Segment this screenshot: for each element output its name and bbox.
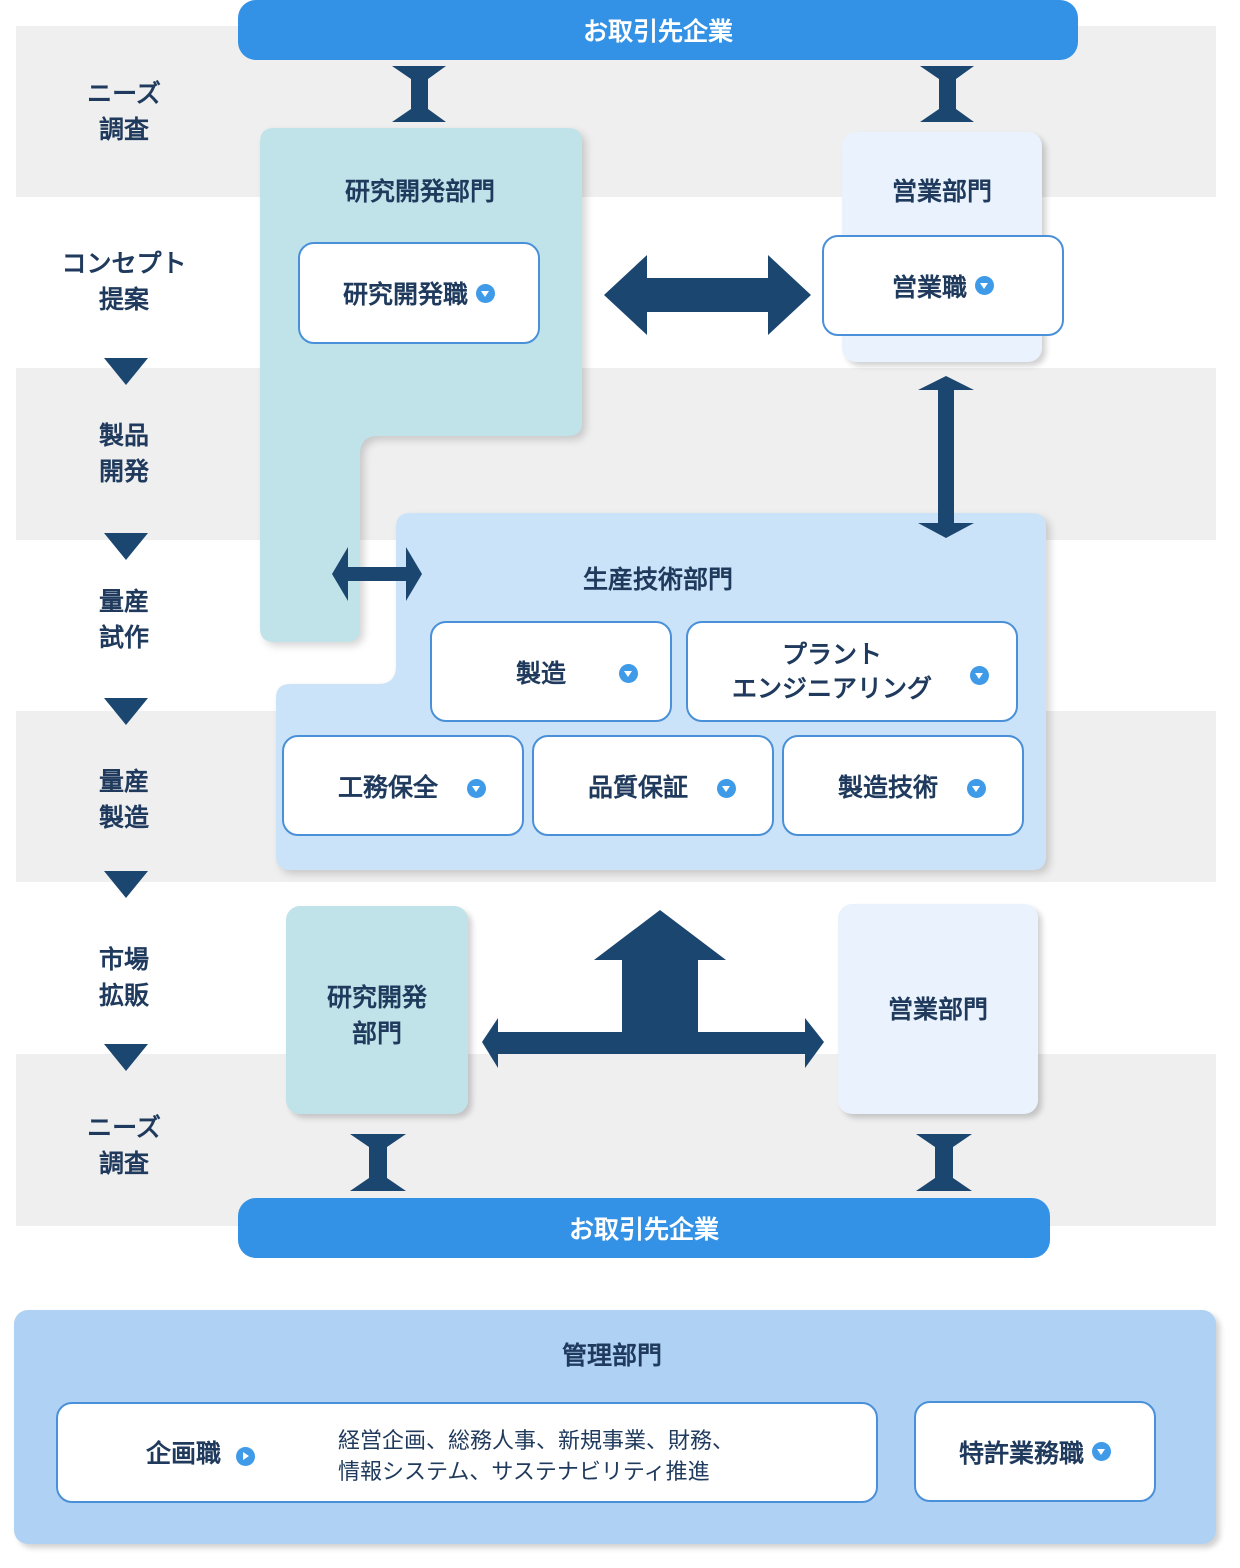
stage-line: 試作 [98, 623, 149, 652]
manufacturing-job-button[interactable]: 製造 [430, 621, 672, 722]
stage-line: 調査 [98, 1149, 149, 1178]
down-arrow-icon [104, 533, 148, 560]
sales-job-button[interactable]: 営業職 [822, 235, 1064, 336]
down-arrow-icon [104, 698, 148, 725]
stage-band-product-dev [16, 368, 1216, 540]
vertical-double-arrow-icon [916, 1134, 972, 1191]
job-label: 製造 [515, 658, 566, 688]
job-label-line: プラント [781, 639, 882, 669]
stage-label-trial: 量産 試作 [24, 584, 224, 656]
chevron-down-circle-icon [970, 666, 989, 685]
quality-assurance-job-button[interactable]: 品質保証 [532, 735, 774, 836]
job-label-line: エンジニアリング [731, 673, 932, 703]
chevron-down-circle-icon [476, 283, 495, 303]
sales-department-bottom [838, 904, 1038, 1114]
stage-label-needs-research: ニーズ 調査 [24, 76, 224, 148]
down-arrow-icon [104, 358, 148, 385]
chevron-down-circle-icon [619, 664, 638, 683]
stage-label-market-expansion: 市場 拡販 [24, 942, 224, 1014]
job-label: 製造技術 [837, 772, 938, 802]
chevron-down-circle-icon [967, 779, 986, 798]
stage-line: ニーズ [87, 1113, 161, 1142]
title-line: 研究開発 [326, 983, 427, 1012]
manufacturing-engineering-job-button[interactable]: 製造技術 [782, 735, 1024, 836]
stage-line: 製品 [98, 421, 149, 450]
job-label: 営業職 [891, 272, 967, 302]
planning-job-button[interactable]: 企画職 経営企画、総務人事、新規事業、財務、 情報システム、サステナビリティ推進 [56, 1402, 878, 1503]
t-shaped-arrow-icon [482, 910, 824, 1068]
chevron-down-circle-icon [717, 779, 736, 798]
stage-label-concept: コンセプト 提案 [24, 246, 224, 318]
title-line: 部門 [351, 1019, 402, 1048]
stage-label-needs-research-2: ニーズ 調査 [24, 1110, 224, 1182]
stage-line: コンセプト [61, 249, 187, 278]
production-department-title: 生産技術部門 [582, 565, 733, 594]
stage-line: 開発 [98, 457, 149, 486]
management-department-title: 管理部門 [561, 1341, 662, 1370]
sales-department-title: 営業部門 [891, 177, 992, 206]
rd-job-button[interactable]: 研究開発職 [298, 242, 540, 344]
stage-label-product-dev: 製品 開発 [24, 418, 224, 490]
job-label: 研究開発職 [342, 280, 468, 309]
stage-line: 調査 [98, 115, 149, 144]
rd-department-bottom [286, 906, 468, 1114]
description-line: 経営企画、総務人事、新規事業、財務、 [338, 1429, 735, 1454]
vertical-double-arrow-icon [392, 66, 446, 122]
rd-department-title: 研究開発部門 [344, 177, 495, 206]
client-companies-top: お取引先企業 [238, 0, 1078, 60]
job-label: 工務保全 [337, 772, 438, 802]
maintenance-job-button[interactable]: 工務保全 [282, 735, 524, 836]
rd-department-bottom-title: 研究開発 部門 [286, 980, 468, 1052]
job-label: 品質保証 [587, 772, 688, 802]
plant-engineering-label: プラント エンジニアリング [732, 638, 932, 706]
stage-line: 市場 [98, 945, 149, 974]
stage-line: 量産 [98, 767, 149, 796]
chevron-right-circle-icon [236, 1447, 255, 1466]
planning-description: 経営企画、総務人事、新規事業、財務、 情報システム、サステナビリティ推進 [338, 1426, 734, 1488]
vertical-double-arrow-icon [350, 1134, 406, 1191]
vertical-double-arrow-icon [918, 376, 974, 538]
horizontal-double-arrow-icon [332, 547, 422, 601]
chevron-down-circle-icon [467, 779, 486, 798]
stage-label-mass-production: 量産 製造 [24, 764, 224, 836]
down-arrow-icon [104, 1044, 148, 1071]
chevron-down-circle-icon [975, 276, 994, 295]
horizontal-double-arrow-icon [604, 255, 811, 335]
stage-line: 製造 [98, 803, 149, 832]
stage-line: ニーズ [87, 79, 161, 108]
stage-line: 量産 [98, 587, 149, 616]
client-companies-bottom: お取引先企業 [238, 1198, 1050, 1258]
sales-department-bottom-title: 営業部門 [887, 995, 988, 1024]
chevron-down-circle-icon [1092, 1442, 1111, 1461]
stage-line: 拡販 [98, 981, 149, 1010]
job-label: 企画職 [146, 1439, 222, 1468]
stage-line: 提案 [98, 285, 149, 314]
down-arrow-icon [104, 871, 148, 898]
job-label: 特許業務職 [958, 1438, 1084, 1468]
patent-job-button[interactable]: 特許業務職 [914, 1401, 1156, 1502]
vertical-double-arrow-icon [920, 66, 974, 122]
plant-engineering-job-button[interactable]: プラント エンジニアリング [686, 621, 1018, 722]
description-line: 情報システム、サステナビリティ推進 [338, 1460, 710, 1485]
